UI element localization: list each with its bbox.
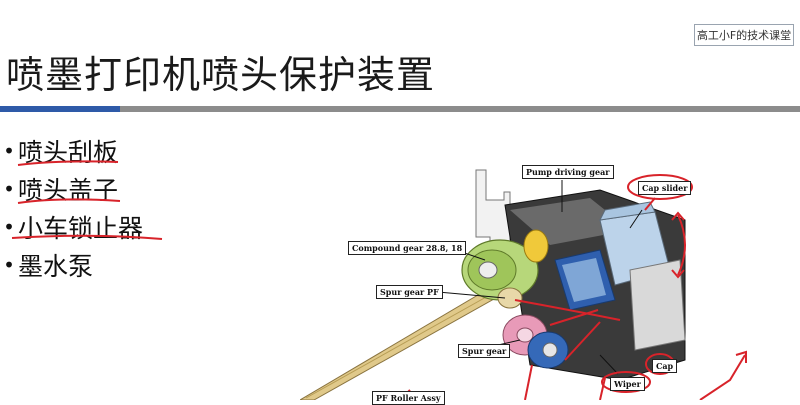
slide-title: 喷墨打印机喷头保护装置 bbox=[6, 53, 436, 97]
label-pf-roller-assy: PF Roller Assy bbox=[372, 391, 445, 405]
label-compound-gear: Compound gear 28.8, 18 bbox=[348, 241, 467, 255]
label-spur-gear-pf: Spur gear PF bbox=[376, 285, 443, 299]
label-wiper: Wiper bbox=[610, 377, 645, 391]
label-pump-driving-gear: Pump driving gear bbox=[522, 165, 614, 179]
print-head-maintenance-diagram bbox=[300, 169, 747, 400]
label-cap: Cap bbox=[652, 359, 678, 373]
bullet-item: •小车锁止器 bbox=[3, 214, 144, 243]
watermark-label: 高工小F的技术课堂 bbox=[694, 24, 794, 46]
bullet-list: •喷头刮板 •喷头盖子 •小车锁止器 •墨水泵 bbox=[0, 132, 143, 284]
title-divider bbox=[0, 106, 800, 112]
bullet-item: •墨水泵 bbox=[3, 252, 94, 281]
label-spur-gear: Spur gear bbox=[458, 344, 511, 358]
bullet-item: •喷头盖子 bbox=[3, 176, 119, 205]
bullet-item: •喷头刮板 bbox=[3, 138, 119, 167]
label-cap-slider: Cap slider bbox=[638, 181, 692, 195]
